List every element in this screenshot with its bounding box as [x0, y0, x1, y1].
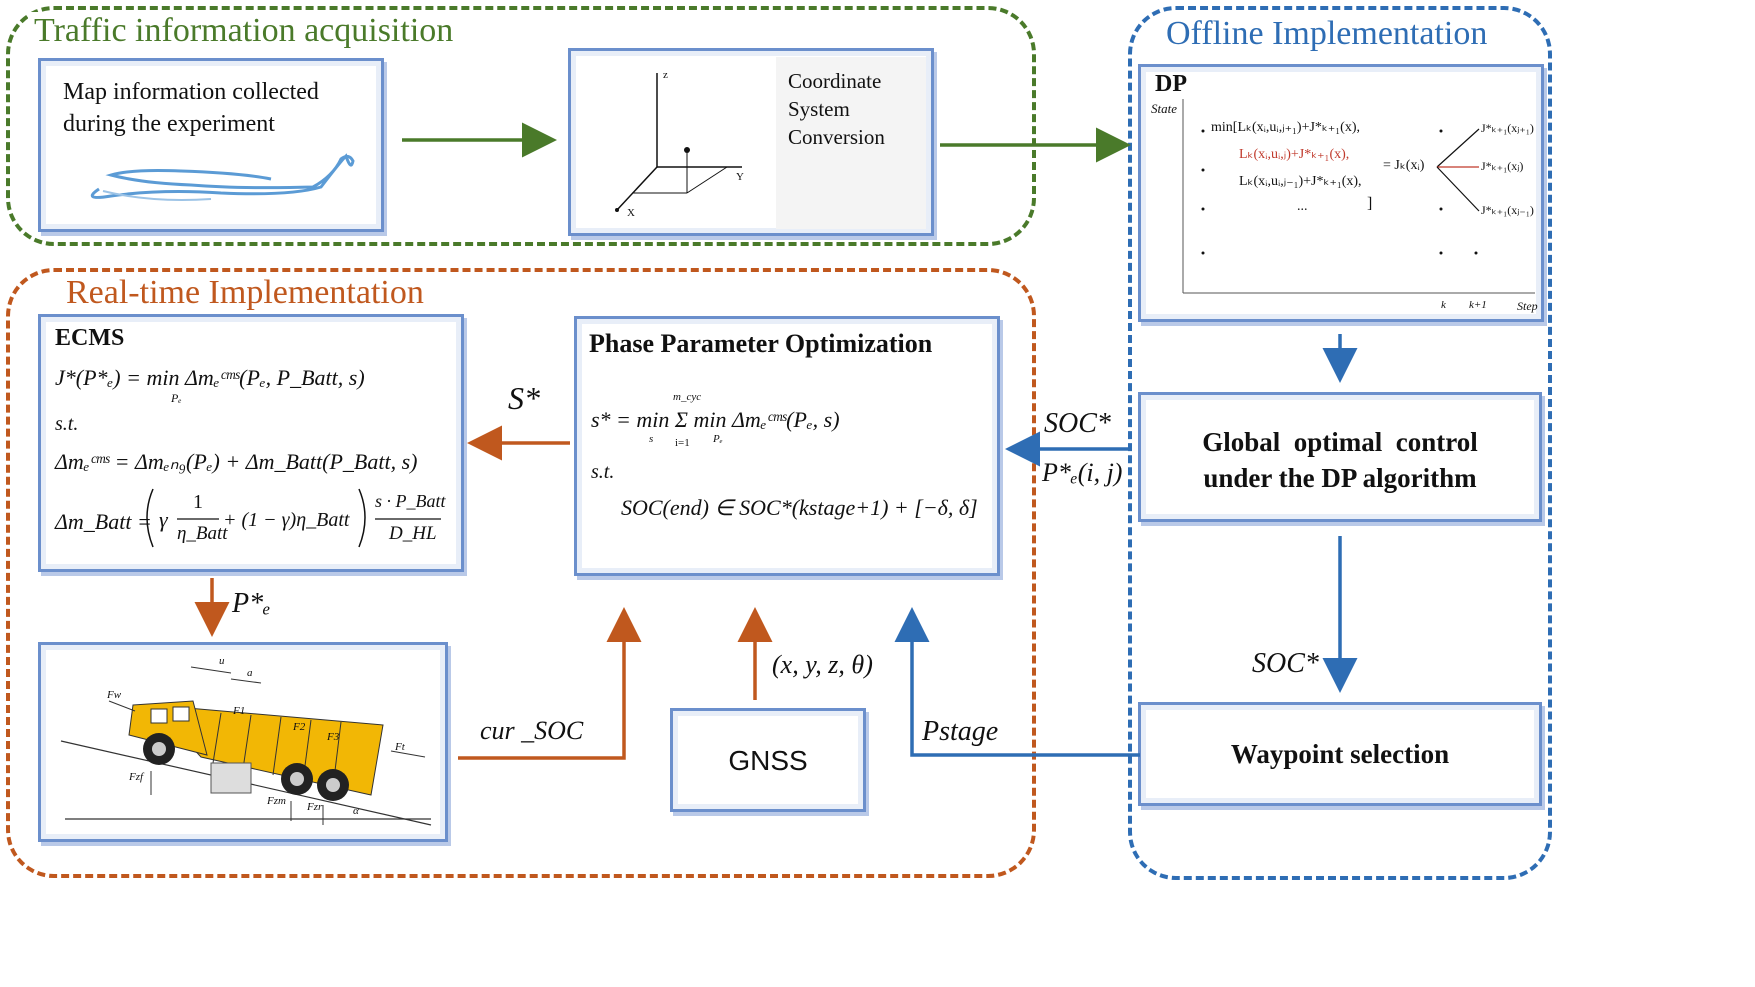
ecms-eq1-sub: Pₑ — [171, 391, 182, 405]
label-cur-soc: cur _SOC — [480, 716, 584, 745]
ppo-min-sub2: Pₑ — [713, 433, 723, 445]
truck-label-ft: Ft — [395, 741, 405, 753]
offline-region — [1128, 6, 1552, 880]
ecms-eq3-one: 1 — [193, 491, 203, 513]
coordinate-line2: System — [788, 97, 850, 121]
ppo-sum-bottom: i=1 — [675, 437, 690, 449]
dp-state-label: State — [1151, 101, 1177, 116]
dp-row3: Lₖ(xᵢ,uᵢ,ⱼ₋₁)+J*ₖ₊₁(x), — [1239, 174, 1362, 189]
gnss-box: GNSS — [670, 708, 866, 812]
coordinate-line1: Coordinate — [788, 69, 882, 93]
waypoint-label: Waypoint selection — [1230, 739, 1450, 769]
global-control-box: Global optimal control under the DP algo… — [1138, 392, 1542, 522]
ecms-eq3-mid: + (1 − γ)η_Batt — [223, 509, 350, 531]
ecms-eq3-num: s · P_Batt — [375, 491, 446, 511]
arrow-truck-to-ppo — [458, 607, 642, 760]
ppo-st: s.t. — [591, 461, 615, 483]
ecms-box: ECMS J*(P*ₑ) = min Δmₑᶜᵐˢ(Pₑ, P_Batt, s)… — [38, 314, 464, 572]
label-soc-star-2: SOC* — [1252, 648, 1319, 679]
ecms-eq3-left: Δm_Batt = — [55, 509, 152, 534]
ecms-eq3-eta: η_Batt — [177, 523, 228, 544]
truck-label-fzr: Fzr — [307, 801, 323, 813]
realtime-region-title: Real-time Implementation — [60, 274, 430, 312]
map-box: Map information collected during the exp… — [38, 58, 384, 232]
dp-k1-label: k+1 — [1469, 299, 1487, 311]
coordinate-line3: Conversion — [788, 125, 885, 149]
dp-k-label: k — [1441, 299, 1446, 311]
truck-label-fzf: Fzf — [129, 771, 144, 783]
ppo-title: Phase Parameter Optimization — [589, 329, 933, 358]
ppo-eq1: s* = min Σ min Δmₑᶜᵐˢ(Pₑ, s) — [591, 407, 840, 432]
dp-step-label: Step — [1517, 299, 1538, 313]
truck-label-f1: F1 — [233, 705, 246, 717]
ppo-sum-top: m_cyc — [673, 391, 702, 403]
label-soc-star-1: SOC* — [1044, 408, 1111, 439]
dp-row4: ... — [1297, 199, 1308, 214]
waypoint-box: Waypoint selection — [1138, 702, 1542, 806]
truck-label-fw: Fw — [107, 689, 122, 701]
dp-graph — [1182, 99, 1535, 294]
axis-x-label: X — [627, 207, 635, 219]
truck-label-f3: F3 — [327, 731, 340, 743]
coordinate-box: z Y X Coordinate System Conversion — [568, 48, 934, 236]
label-pstage: Pstage — [922, 716, 999, 747]
ppo-box: Phase Parameter Optimization m_cyc s* = … — [574, 316, 1000, 576]
ecms-title: ECMS — [55, 325, 125, 351]
global-control-line1: Global optimal control — [1202, 427, 1478, 457]
label-s-star: S* — [508, 380, 540, 416]
map-text-line1: Map information collected — [63, 79, 319, 105]
dp-equals: = Jₖ(xᵢ) — [1383, 158, 1425, 173]
ecms-eq2: Δmₑᶜᵐˢ = Δmₑₙ₉(Pₑ) + Δm_Batt(P_Batt, s) — [55, 449, 418, 474]
dp-out2: J*ₖ₊₁(xⱼ) — [1481, 159, 1524, 173]
truck-label-a: a — [247, 667, 253, 679]
ecms-eq1: J*(P*ₑ) = min Δmₑᶜᵐˢ(Pₑ, P_Batt, s) — [55, 365, 365, 390]
coordinate-text-panel: Coordinate System Conversion — [776, 57, 926, 229]
ecms-st: s.t. — [55, 413, 79, 435]
label-pe-star: P*ₑ — [232, 588, 271, 619]
axes-drawing — [615, 73, 742, 212]
dp-box: DP State min[Lₖ(xᵢ,uᵢ,ⱼ₊₁)+J*ₖ₊₁(x), Lₖ(… — [1138, 64, 1544, 322]
ecms-eq3-den: D_HL — [389, 523, 437, 544]
global-control-line2: under the DP algorithm — [1203, 463, 1477, 493]
map-route-drawing — [90, 153, 355, 201]
dp-row1: min[Lₖ(xᵢ,uᵢ,ⱼ₊₁)+J*ₖ₊₁(x), — [1211, 120, 1360, 135]
offline-region-title: Offline Implementation — [1160, 15, 1494, 53]
realtime-region — [6, 268, 1036, 878]
ecms-eq3-gamma: γ — [159, 507, 168, 532]
truck-label-fzm: Fzm — [267, 795, 286, 807]
truck-label-alpha: α — [353, 805, 359, 817]
truck-label-f2: F2 — [293, 721, 306, 733]
traffic-region-title: Traffic information acquisition — [28, 12, 460, 50]
axis-y-label: Y — [736, 171, 744, 183]
ppo-eq2: SOC(end) ∈ SOC*(kstage+1) + [−δ, δ] — [621, 495, 978, 520]
truck-box: u a Fw F1 F2 F3 Ft Fzf Fzm Fzr α — [38, 642, 448, 842]
map-text-line2: during the experiment — [63, 111, 275, 137]
ecms-eq3-brackets — [146, 488, 441, 548]
dp-out1: J*ₖ₊₁(xⱼ₊₁) — [1481, 121, 1534, 135]
dp-out3: J*ₖ₊₁(xⱼ₋₁) — [1481, 203, 1534, 217]
axis-z-label: z — [663, 69, 668, 81]
label-pe-ij: P*ₑ(i, j) — [1042, 458, 1123, 487]
gnss-label: GNSS — [728, 745, 808, 776]
ppo-min-sub1: s — [649, 433, 654, 445]
traffic-region — [6, 6, 1036, 246]
dp-title: DP — [1155, 71, 1187, 97]
label-xyz-theta: (x, y, z, θ) — [772, 650, 873, 679]
dp-bracket: ] — [1367, 195, 1373, 212]
truck-label-u: u — [219, 655, 225, 667]
mining-truck-illustration — [60, 666, 432, 826]
dp-row2: Lₖ(xᵢ,uᵢ,ⱼ)+J*ₖ₊₁(x), — [1239, 147, 1350, 162]
arrow-waypoint-to-ppo — [894, 607, 1140, 757]
